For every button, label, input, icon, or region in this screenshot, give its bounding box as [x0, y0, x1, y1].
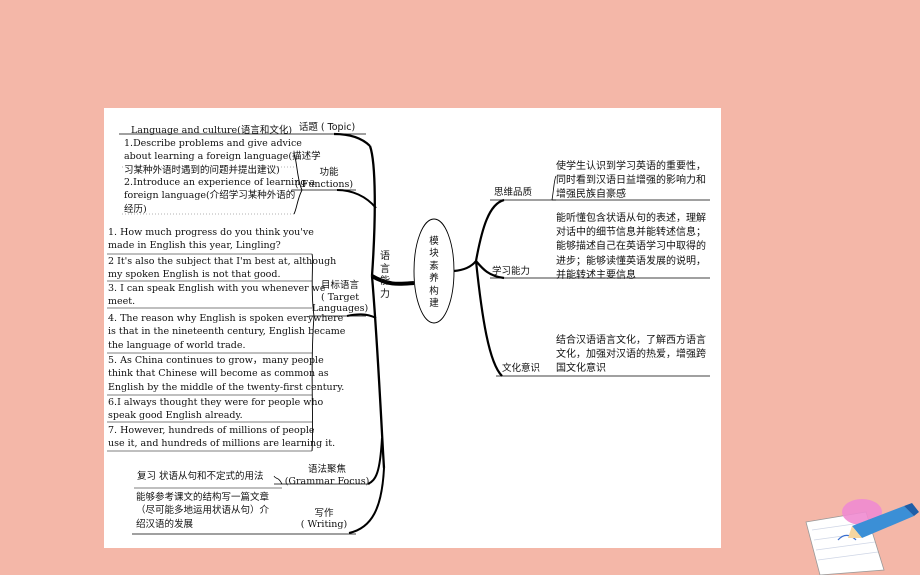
target-sentence-2: 2 It's also the subject that I'm best at… — [108, 256, 337, 281]
target-sentence-1: 1. How much progress do you think you've… — [108, 227, 314, 252]
target-label-zh: 目标语言 — [320, 280, 359, 291]
right-content-thinking: 使学生认识到学习英语的重要性，同时看到汉语日益增强的影响力和增强民族自豪感 — [556, 161, 706, 201]
mind-map-card: 话题 ( Topic) Language and culture(语言和文化) … — [104, 108, 721, 548]
target-sentence-7: 7. However, hundreds of millions of peop… — [108, 425, 336, 450]
right-content-learning: 能听懂包含状语从句的表述，理解对话中的细节信息并能转述信息；能够描述自己在英语学… — [556, 213, 706, 281]
right-label-culture: 文化意识 — [502, 363, 541, 374]
mind-map-connectors — [107, 132, 710, 535]
topic-content: Language and culture(语言和文化) — [131, 125, 293, 136]
grammar-content: 复习 状语从句和不定式的用法 — [137, 471, 264, 482]
target-label-en2: Languages) — [312, 303, 369, 314]
target-sentence-4: 4. The reason why English is spoken ever… — [108, 313, 346, 351]
target-sentence-6: 6.I always thought they were for people … — [108, 397, 324, 422]
right-label-thinking: 思维品质 — [494, 187, 533, 198]
pen-paper-decoration — [805, 499, 919, 575]
language-ability-label: 语言能力 — [380, 251, 390, 300]
target-sentence-3: 3. I can speak English with you whenever… — [108, 283, 326, 308]
writing-label-zh: 写作 — [314, 508, 334, 519]
writing-content: 能够参考课文的结构写一篇文章 （尽可能多地运用状语从句）介 绍汉语的发展 — [136, 492, 270, 530]
target-label-en1: ( Target — [320, 292, 360, 303]
grammar-label-en: (Grammar Focus) — [284, 476, 370, 487]
functions-label-zh: 功能 — [319, 167, 339, 178]
right-label-learning: 学习能力 — [492, 266, 531, 277]
topic-label: 话题 ( Topic) — [298, 122, 356, 133]
function-item-2: 2.Introduce an experience of learning a … — [124, 177, 316, 215]
grammar-label-zh: 语法聚焦 — [307, 464, 346, 475]
target-sentence-5: 5. As China continues to grow，many peopl… — [108, 355, 345, 393]
function-item-1: 1.Describe problems and give advice abou… — [124, 138, 321, 176]
writing-label-en: ( Writing) — [300, 519, 348, 530]
right-content-culture: 结合汉语语言文化，了解西方语言文化，加强对汉语的热爱，增强跨国文化意识 — [556, 335, 706, 375]
center-node-label: 模块素养构建 — [429, 236, 439, 310]
functions-label-en: ( Functions) — [294, 179, 354, 190]
